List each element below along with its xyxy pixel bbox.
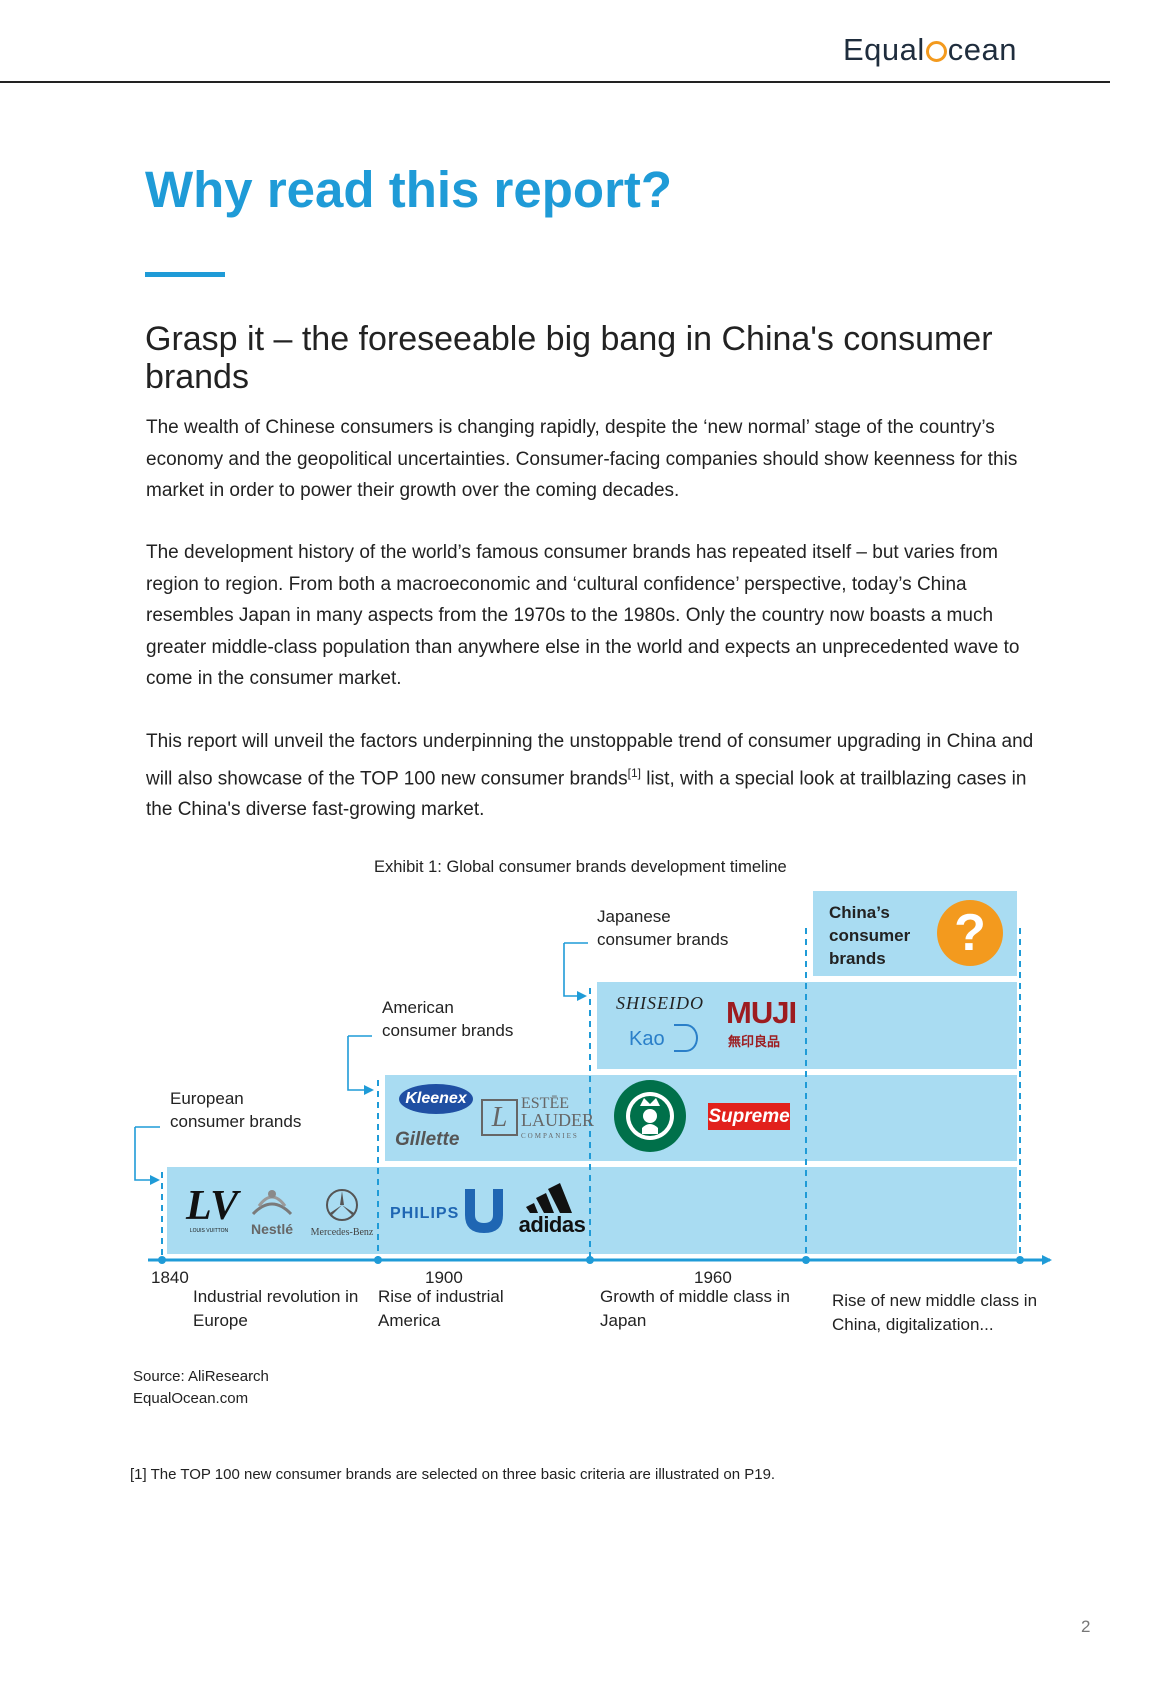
gillette-logo: Gillette <box>395 1129 460 1150</box>
timeline-block-japan <box>597 982 1017 1069</box>
tick-dot-1960 <box>586 1256 594 1264</box>
footnote: [1] The TOP 100 new consumer brands are … <box>130 1466 776 1483</box>
era-description-japan: Growth of middle class in Japan <box>600 1287 790 1330</box>
tick-dot-end <box>1016 1256 1024 1264</box>
estee-wordmark-2: LAUDER <box>521 1110 594 1130</box>
exhibit-title: Exhibit 1: Global consumer brands develo… <box>374 858 787 876</box>
muji-japanese-wordmark: 無印良品 <box>728 1034 781 1049</box>
question-mark-icon: ? <box>937 900 1003 966</box>
estee-lauder-logo: ESTĒE LAUDER COMPANIES <box>521 1096 594 1144</box>
section-subtitle: Grasp it – the foreseeable big bang in C… <box>145 320 993 396</box>
year-1900: 1900 <box>425 1268 463 1287</box>
unilever-logo <box>463 1187 505 1235</box>
year-1840: 1840 <box>151 1268 189 1287</box>
paragraph-3-text-b: list, with a special look at trailblazin… <box>146 767 1027 821</box>
equalocean-logo: Equal cean <box>843 32 1017 68</box>
kao-logo: Kao <box>629 1028 665 1050</box>
tick-dot-china <box>802 1256 810 1264</box>
shiseido-logo: SHISEIDO <box>616 993 704 1013</box>
paragraph-1: The wealth of Chinese consumers is chang… <box>146 417 1018 501</box>
footnote-ref[interactable]: [1] <box>627 765 641 780</box>
unilever-u-icon <box>465 1189 503 1233</box>
title-underline <box>145 272 225 277</box>
exhibit-source: Source: AliResearch EqualOcean.com <box>133 1366 269 1410</box>
page-title: Why read this report? <box>145 161 673 218</box>
kao-moon-icon <box>674 1024 698 1052</box>
tick-dot-1900 <box>374 1256 382 1264</box>
timeline-block-america <box>385 1075 1017 1161</box>
arrow-europe <box>134 1127 160 1185</box>
era-label-china: China’s consumer brands <box>829 903 911 968</box>
page-number: 2 <box>1081 1617 1091 1636</box>
adidas-logo: adidas <box>512 1183 592 1238</box>
nestle-logo: Nestlé <box>244 1184 300 1237</box>
source-line-1: Source: AliResearch <box>133 1368 269 1385</box>
mercedes-wordmark: Mercedes-Benz <box>310 1227 374 1238</box>
era-label-america: American consumer brands <box>382 998 514 1040</box>
arrow-japan <box>563 943 587 1001</box>
logo-suffix: cean <box>947 32 1017 67</box>
nestle-wordmark: Nestlé <box>250 1221 294 1237</box>
arrow-america <box>347 1036 374 1095</box>
source-line-2: EqualOcean.com <box>133 1390 249 1407</box>
era-description-china: Rise of new middle class in China, digit… <box>832 1291 1038 1334</box>
kleenex-logo: Kleenex <box>399 1084 473 1114</box>
adidas-wordmark: adidas <box>518 1212 586 1237</box>
logo-prefix: Equal <box>842 32 925 67</box>
muji-logo: MUJI <box>726 995 797 1030</box>
philips-logo: PHILIPS <box>390 1205 460 1222</box>
year-1960: 1960 <box>694 1268 732 1287</box>
paragraph-2: The development history of the world’s f… <box>146 542 1020 689</box>
starbucks-siren-icon <box>626 1092 674 1140</box>
estee-wordmark-3: COMPANIES <box>521 1132 579 1140</box>
paragraph-3-text-a: This report will unveil the factors unde… <box>146 731 1034 789</box>
logo-o-icon <box>925 41 947 62</box>
estee-wordmark-1: ESTĒE <box>521 1095 569 1112</box>
mercedes-logo: Mercedes-Benz <box>302 1188 382 1238</box>
era-description-europe: Industrial revolution in Europe <box>193 1287 359 1330</box>
nestle-nest-icon <box>251 1190 293 1216</box>
era-description-america: Rise of industrial America <box>378 1287 504 1330</box>
estee-lauder-monogram-icon: L <box>481 1099 518 1136</box>
adidas-stripes-icon <box>526 1183 572 1213</box>
lv-monogram: LV <box>186 1183 239 1229</box>
header-divider <box>0 81 1110 83</box>
lv-wordmark: LOUIS VUITTON <box>189 1228 229 1234</box>
mercedes-star-icon <box>326 1189 358 1221</box>
starbucks-logo <box>614 1080 686 1152</box>
timeline-block-europe <box>167 1167 1017 1254</box>
tick-dot-1840 <box>158 1256 166 1264</box>
era-label-japan: Japanese consumer brands <box>597 907 729 949</box>
paragraph-3: This report will unveil the factors unde… <box>146 726 1046 826</box>
supreme-logo: Supreme <box>708 1103 790 1130</box>
era-label-europe: European consumer brands <box>170 1089 302 1131</box>
louis-vuitton-logo: LV LOUIS VUITTON <box>186 1183 239 1234</box>
